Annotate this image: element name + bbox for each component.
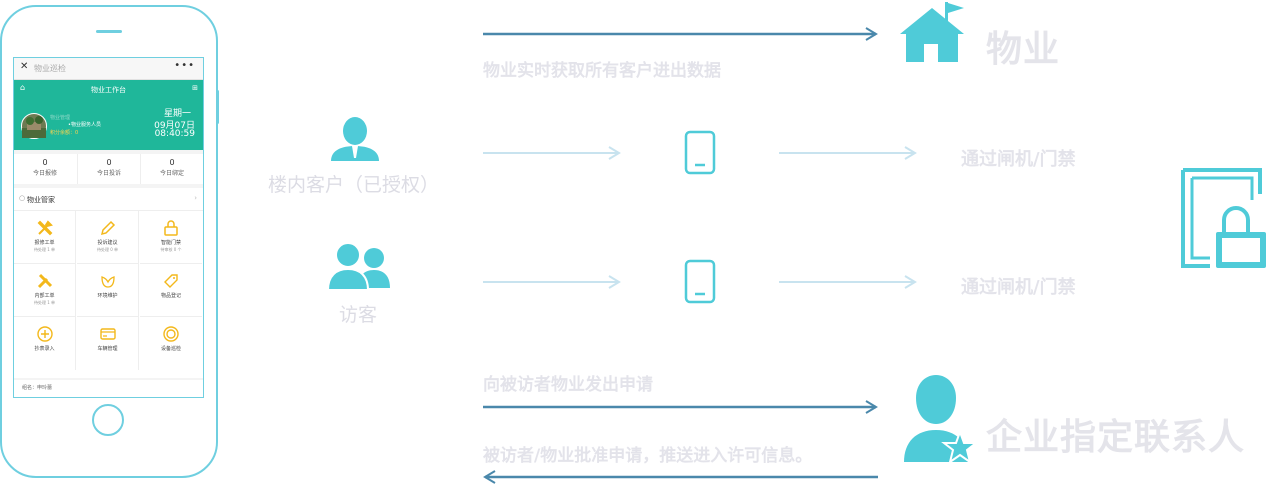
workbench-title: 物业工作台: [91, 86, 126, 94]
person-star-icon: [904, 375, 979, 465]
spiral-icon: [163, 326, 179, 342]
caption-approval: 被访者/物业批准申请，推送进入许可信息。: [483, 446, 813, 466]
two-people-icon: [326, 242, 390, 291]
tag-icon: [164, 274, 178, 288]
grid-item-internal-order[interactable]: 内部工单 待处理 1 单: [14, 264, 76, 317]
phone-speaker: [96, 30, 122, 33]
close-icon[interactable]: ✕: [20, 61, 29, 72]
door-lock-icon: [1181, 168, 1266, 268]
card-icon: [99, 328, 116, 340]
phone-power-button: [216, 90, 219, 124]
mobile-phone-icon: [684, 130, 716, 175]
stat-binding[interactable]: 0 今日绑定: [159, 158, 184, 177]
grid-item-smart-access[interactable]: 智能门禁 待审核 0 个: [140, 211, 202, 264]
grid-item-environment[interactable]: 环境维护: [77, 264, 139, 317]
phone-volume-up-button: [0, 68, 2, 90]
lock-icon: [164, 220, 178, 236]
phone-screen: ✕ 物业巡检 ••• ⌂ 物业工作台 ⊞ 物业管理 •物业服务人员 积分余额：0…: [13, 57, 204, 398]
more-icon[interactable]: •••: [174, 60, 195, 71]
grid-item-complaint[interactable]: 投诉建议 待处理 0 单: [77, 211, 139, 264]
stat-complaint[interactable]: 0 今日投诉: [77, 154, 141, 184]
label-property: 物业: [986, 29, 1061, 70]
label-resident: 楼内客户（已授权）: [268, 174, 440, 196]
weekday: 星期一: [163, 109, 191, 119]
wrench-screwdriver-icon: [37, 220, 53, 236]
grid-item-equipment-inspection[interactable]: 设备巡检: [140, 317, 202, 370]
pencil-icon: [100, 220, 115, 236]
grid-item-item-register[interactable]: 物品登记: [140, 264, 202, 317]
phone-home-button[interactable]: [92, 404, 124, 436]
user-name: 物业管理: [50, 115, 71, 121]
caption-realtime-data: 物业实时获取所有客户进出数据: [483, 61, 721, 81]
section-title: 物业管家: [27, 196, 55, 204]
label-gate-2: 通过闸机/门禁: [961, 277, 1076, 298]
label-gate-1: 通过闸机/门禁: [961, 149, 1076, 170]
flower-icon: [100, 276, 115, 288]
workbench-header: ⌂ 物业工作台 ⊞ 物业管理 •物业服务人员 积分余额：0 星期一 09月07日…: [14, 80, 203, 150]
chevron-right-icon[interactable]: ›: [194, 194, 197, 202]
plus-circle-icon: [36, 326, 53, 342]
tools-icon: [37, 273, 52, 289]
screen-footer: 组名：申玲蕾: [14, 380, 203, 397]
user-role: •物业服务人员: [68, 122, 101, 128]
home-icon[interactable]: ⌂: [20, 83, 26, 92]
person-tie-icon: [331, 117, 379, 161]
points-balance: 积分余额：0: [50, 130, 79, 136]
grid-icon[interactable]: ⊞: [192, 84, 198, 92]
stats-row: 0 今日报修 0 今日投诉 0 今日绑定: [14, 154, 203, 184]
house-flag-icon: [900, 2, 964, 62]
lightbulb-icon: ○: [19, 194, 26, 202]
mobile-phone-icon: [684, 259, 716, 304]
app-topbar-title: 物业巡检: [34, 64, 66, 73]
date: 09月07日: [154, 121, 195, 131]
grid-item-vehicle[interactable]: 车辆管理: [77, 317, 139, 370]
grid-item-repair-order[interactable]: 报修工单 待处理 1 单: [14, 211, 76, 264]
phone-volume-down-button: [0, 98, 2, 120]
group-name: 组名：申玲蕾: [22, 385, 53, 391]
label-contact: 企业指定联系人: [986, 417, 1246, 458]
label-visitor: 访客: [339, 304, 378, 326]
caption-request: 向被访者物业发出申请: [483, 375, 653, 395]
property-manager-section: ○ 物业管家 › 报修工单 待处理 1 单 投诉建议 待处理 0 单 智能门禁 …: [14, 188, 203, 378]
stat-repair[interactable]: 0 今日报修: [32, 158, 57, 177]
grid-item-meter-entry[interactable]: 抄表录入: [14, 317, 76, 370]
avatar[interactable]: [21, 113, 47, 139]
feature-grid: 报修工单 待处理 1 单 投诉建议 待处理 0 单 智能门禁 待审核 0 个 内…: [14, 210, 203, 371]
time: 08:40:59: [154, 129, 195, 139]
app-topbar: ✕ 物业巡检 •••: [14, 58, 203, 80]
